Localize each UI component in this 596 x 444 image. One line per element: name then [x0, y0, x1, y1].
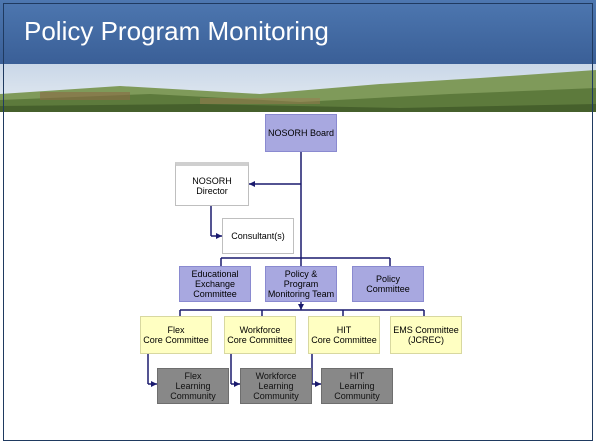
hit-learning-community-box: HIT Learning Community [321, 368, 393, 404]
policy-program-monitoring-team-box: Policy & Program Monitoring Team [265, 266, 337, 302]
workforce-core-committee-box: Workforce Core Committee [224, 316, 296, 354]
landscape-banner-image [0, 64, 596, 112]
educational-exchange-committee-box: Educational Exchange Committee [179, 266, 251, 302]
flex-core-committee-box: Flex Core Committee [140, 316, 212, 354]
slide-title: Policy Program Monitoring [24, 16, 329, 46]
policy-committee-box: Policy Committee [352, 266, 424, 302]
hit-core-committee-box: HIT Core Committee [308, 316, 380, 354]
nosorh-director-box: NOSORH Director [175, 162, 249, 206]
consultants-box: Consultant(s) [222, 218, 294, 254]
workforce-learning-community-box: Workforce Learning Community [240, 368, 312, 404]
title-bar: Policy Program Monitoring [0, 0, 596, 64]
ems-committee-box: EMS Committee (JCREC) [390, 316, 462, 354]
nosorh-board-box: NOSORH Board [265, 114, 337, 152]
flex-learning-community-box: Flex Learning Community [157, 368, 229, 404]
